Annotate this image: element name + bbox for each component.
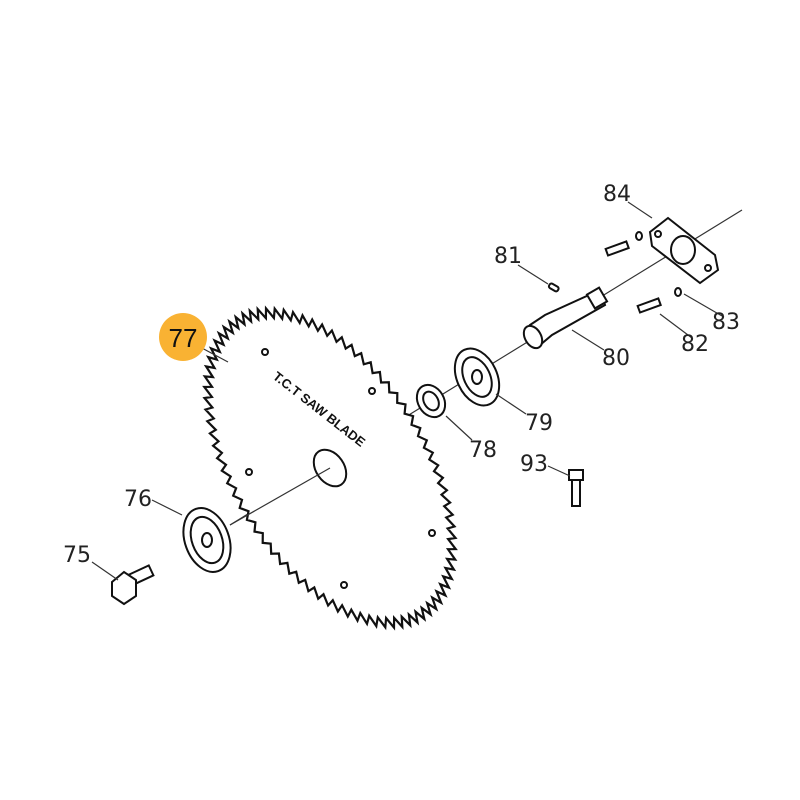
highlighted-part-badge[interactable]: 77 xyxy=(159,313,207,361)
part-label-78: 78 xyxy=(469,438,497,463)
screw-part-82[interactable] xyxy=(636,297,662,314)
washer-part-78[interactable] xyxy=(411,380,451,422)
saw-blade-part-77[interactable]: T.C.T SAW BLADE xyxy=(202,305,458,631)
screw-part-84-fastener[interactable] xyxy=(604,231,643,257)
bolt-part-75[interactable] xyxy=(111,564,155,606)
expansion-slot xyxy=(261,348,269,356)
expansion-slot xyxy=(428,529,436,537)
washer-part-83[interactable] xyxy=(674,287,682,297)
leader-lines xyxy=(91,201,723,581)
key-part-81[interactable] xyxy=(547,282,560,293)
highlight-circle xyxy=(159,313,207,361)
part-label-81: 81 xyxy=(494,244,522,269)
part-label-82: 82 xyxy=(681,332,709,357)
part-label-83: 83 xyxy=(712,310,740,335)
part-label-76: 76 xyxy=(124,487,152,512)
part-label-77: 77 xyxy=(169,323,198,353)
blade-axis-line xyxy=(229,467,331,526)
part-label-93: 93 xyxy=(520,452,548,477)
expansion-slot xyxy=(340,581,348,589)
plate-part-84[interactable] xyxy=(648,216,720,285)
part-label-84: 84 xyxy=(603,182,631,207)
expansion-slot xyxy=(245,468,253,476)
part-label-79: 79 xyxy=(525,411,553,436)
arbor-shaft-part-80[interactable] xyxy=(520,286,609,352)
inner-flange-part-79[interactable] xyxy=(446,341,508,412)
screw-part-93[interactable] xyxy=(568,469,584,507)
outer-flange-part-76[interactable] xyxy=(175,501,239,578)
expansion-slot xyxy=(368,387,376,395)
part-label-75: 75 xyxy=(63,543,91,568)
part-label-80: 80 xyxy=(602,346,630,371)
